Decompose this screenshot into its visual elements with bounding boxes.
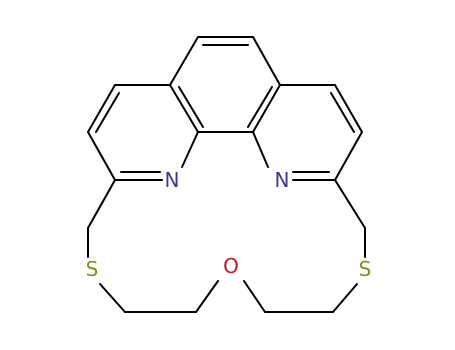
bond <box>87 84 116 133</box>
bond <box>169 36 199 86</box>
sulfur-atom-right: S <box>359 257 372 281</box>
bond <box>334 131 363 181</box>
bond <box>95 92 120 133</box>
bond-layer <box>87 36 366 313</box>
bond <box>330 92 355 133</box>
bond <box>195 280 219 313</box>
bond <box>252 131 269 168</box>
oxygen-atom: O <box>223 254 239 278</box>
bond <box>332 283 358 313</box>
nitrogen-atom-right: N <box>275 168 290 192</box>
bond <box>181 131 199 168</box>
bond <box>252 84 281 133</box>
sulfur-atom-left: S <box>86 257 99 281</box>
bond <box>99 283 126 313</box>
nitrogen-atom-left: N <box>165 168 180 192</box>
bond <box>334 84 363 133</box>
bond <box>87 131 116 181</box>
bond <box>178 86 204 128</box>
atom-layer: N N S S O <box>86 168 372 281</box>
bond <box>87 179 116 229</box>
bond <box>334 179 366 229</box>
bond <box>169 84 199 133</box>
bond <box>247 86 273 128</box>
bond <box>252 36 281 86</box>
bond <box>243 280 266 313</box>
